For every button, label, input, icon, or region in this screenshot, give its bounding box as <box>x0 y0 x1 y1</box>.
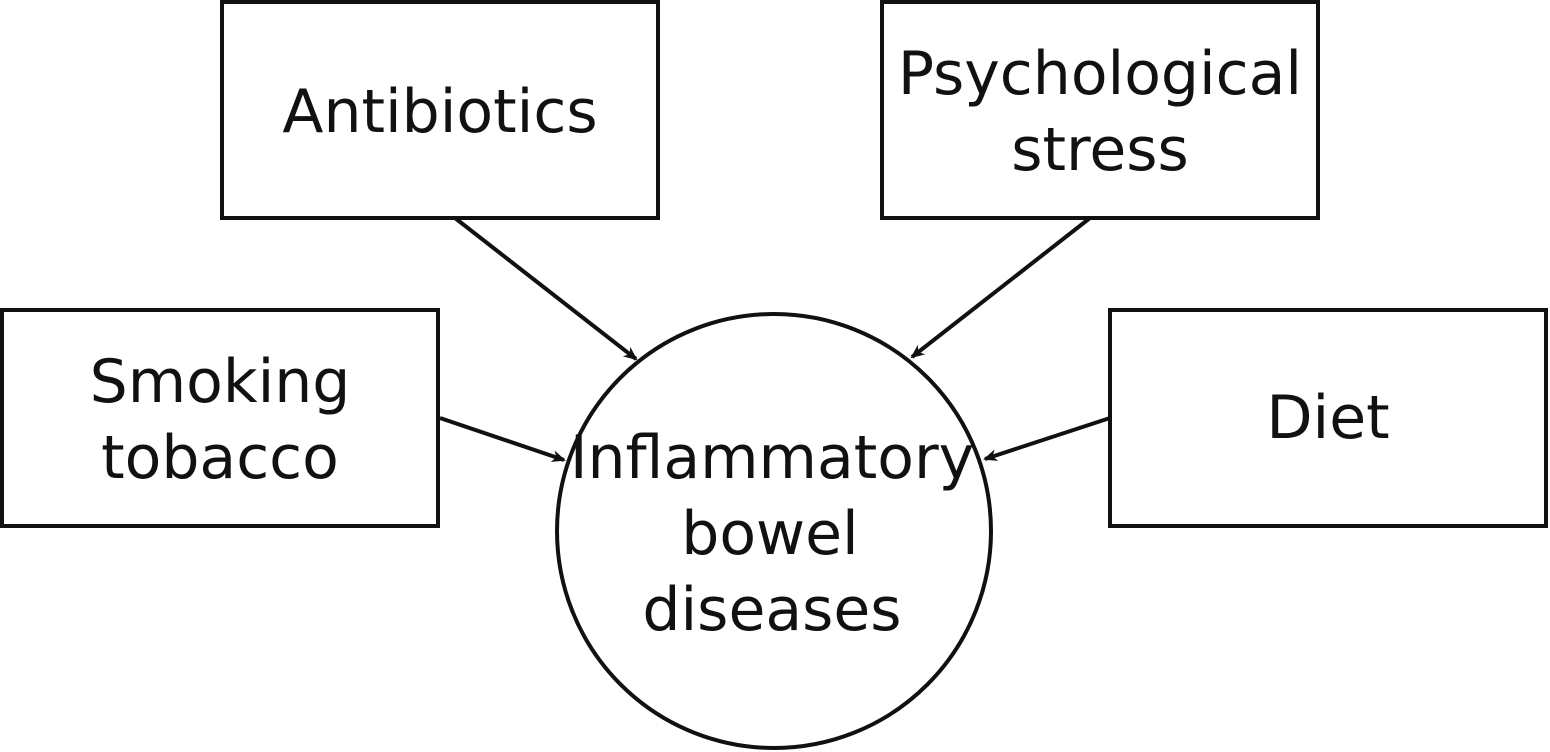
center-label-line2: bowel <box>681 499 858 569</box>
factor-label-psychological-stress-line2: stress <box>1011 115 1189 185</box>
center-label-line1: Inflammatory <box>570 423 974 493</box>
factor-label-smoking-tobacco-line2: tobacco <box>101 423 339 493</box>
factor-box-antibiotics <box>220 0 660 220</box>
center-disease: Inflammatory bowel diseases <box>555 312 993 750</box>
factor-label-diet: Diet <box>1266 383 1389 453</box>
center-circle <box>555 312 993 750</box>
factor-box-diet <box>1108 308 1548 528</box>
factor-antibiotics: Antibiotics <box>220 0 660 220</box>
factor-box-psychological-stress <box>880 0 1320 220</box>
factor-label-psychological-stress-line1: Psychological <box>898 39 1302 109</box>
factor-box-smoking-tobacco <box>0 308 440 528</box>
arrow-antibiotics-to-center <box>453 216 638 361</box>
factor-label-smoking-tobacco-line1: Smoking <box>90 347 351 417</box>
arrow-diet-to-center <box>983 416 1111 461</box>
arrow-smoking-to-center <box>439 416 566 462</box>
arrow-stress-to-center <box>910 216 1092 359</box>
factor-smoking-tobacco: Smoking tobacco <box>0 308 440 528</box>
center-label-line3: diseases <box>642 575 901 645</box>
factor-diet: Diet <box>1108 308 1548 528</box>
factor-label-antibiotics: Antibiotics <box>282 77 597 147</box>
factor-psychological-stress: Psychological stress <box>880 0 1320 220</box>
